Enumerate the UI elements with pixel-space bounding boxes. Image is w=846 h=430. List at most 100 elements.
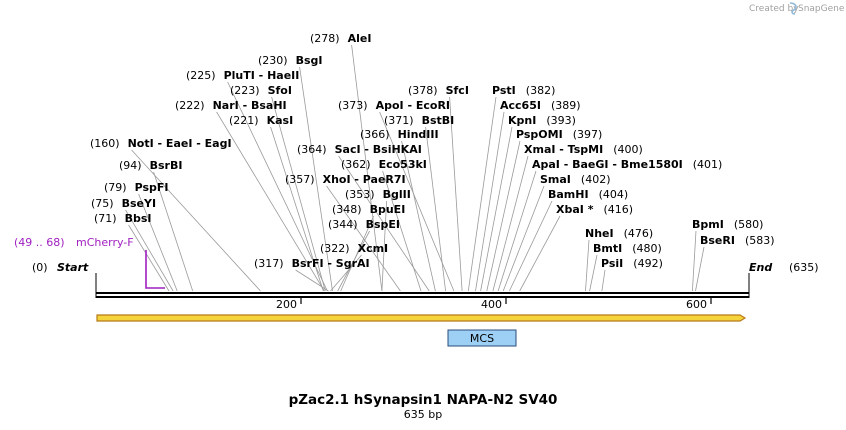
site-label[interactable]: (348)BpuEI <box>332 203 405 216</box>
ruler-tick-200: 200 <box>276 298 297 311</box>
site-leader-line <box>125 209 174 292</box>
site-enzyme-names: BmtI <box>593 242 622 255</box>
site-label[interactable]: (401) ApaI - BaeGI - Bme1580I <box>532 158 722 171</box>
site-label[interactable]: (397)PspOMI <box>516 128 602 141</box>
site-position: (366) <box>360 128 390 141</box>
site-leader-line <box>497 170 537 292</box>
site-enzyme-names: BpmI <box>692 218 724 231</box>
site-label[interactable]: (480)BmtI <box>593 242 662 255</box>
site-label[interactable]: (362)Eco53kI <box>341 158 427 171</box>
site-enzyme-names: XcmI <box>358 242 389 255</box>
site-enzyme-names: KpnI <box>508 114 536 127</box>
leader-lines <box>125 44 705 292</box>
site-label[interactable]: (75)BseYI <box>91 197 156 210</box>
site-label[interactable]: (476)NheI <box>585 227 653 240</box>
site-label[interactable]: (94)BsrBI <box>119 159 182 172</box>
site-label[interactable]: (378)SfcI <box>408 84 469 97</box>
site-leader-line <box>486 140 521 292</box>
mcs-feature[interactable]: MCS <box>447 329 517 347</box>
site-label[interactable]: (393)KpnI <box>508 114 576 127</box>
site-position: (400) <box>613 143 643 156</box>
site-label[interactable]: (402)SmaI <box>540 173 611 186</box>
site-leader-line <box>271 96 326 292</box>
feature-arrow[interactable] <box>96 314 747 322</box>
site-enzyme-names: PspFI <box>135 181 169 194</box>
site-label[interactable]: (492)PsiI <box>601 257 663 270</box>
site-enzyme-names: BsgI <box>296 54 323 67</box>
site-enzyme-names: ApaI - BaeGI - Bme1580I <box>532 158 683 171</box>
site-leader-line <box>381 200 387 292</box>
site-leader-line <box>480 126 513 292</box>
site-enzyme-names: XhoI - PaeR7I <box>323 173 406 186</box>
site-label[interactable]: (225)PluTI - HaeII <box>186 69 299 82</box>
start-label: Start <box>57 261 89 274</box>
site-label[interactable]: (160) NotI - EaeI - EagI <box>90 137 232 150</box>
ruler-tick-400: 400 <box>481 298 502 311</box>
site-label[interactable]: (583) BseRI <box>700 234 775 247</box>
credit-text: Created by <box>749 4 799 14</box>
end-label: End <box>749 261 772 274</box>
site-label[interactable]: (222) NarI - BsaHI <box>175 99 287 112</box>
site-position: (364) <box>297 143 327 156</box>
site-enzyme-names: BamHI <box>548 188 589 201</box>
site-label[interactable]: (221)KasI <box>229 114 293 127</box>
site-leader-line <box>509 200 553 292</box>
site-enzyme-names: PsiI <box>601 257 623 270</box>
site-enzyme-names: NarI - BsaHI <box>213 99 287 112</box>
site-label[interactable]: (371)BstBI <box>384 114 454 127</box>
site-leader-line <box>695 246 705 292</box>
site-label[interactable]: (580)BpmI <box>692 218 763 231</box>
site-position: (362) <box>341 158 371 171</box>
site-label[interactable]: (317)BsrFI - SgrAI <box>254 257 370 270</box>
plasmid-title: pZac2.1 hSynapsin1 NAPA-N2 SV40 <box>289 392 558 408</box>
site-leader-line <box>340 215 374 292</box>
ruler-tick-600: 600 <box>686 298 707 311</box>
site-label[interactable]: (366)HindIII <box>360 128 439 141</box>
site-position: (397) <box>573 128 603 141</box>
site-position: (357) <box>285 173 315 186</box>
site-position: (583) <box>745 234 775 247</box>
site-leader-line <box>227 81 328 292</box>
site-label[interactable]: (278)AleI <box>310 32 371 45</box>
site-enzyme-names: XmaI - TspMI <box>524 143 603 156</box>
primer-feature[interactable]: (49 .. 68) mCherry-F <box>14 236 165 289</box>
site-leader-line <box>492 155 529 292</box>
site-label[interactable]: (382)PstI <box>492 84 555 97</box>
site-leader-line <box>519 215 561 292</box>
site-leader-line <box>379 111 455 292</box>
site-label[interactable]: (223)SfoI <box>230 84 292 97</box>
site-label[interactable]: (400) XmaI - TspMI <box>524 143 643 156</box>
sequence-backbone <box>95 273 750 298</box>
start-pos: (0) <box>32 261 48 274</box>
site-label[interactable]: (344)BspEI <box>328 218 400 231</box>
primer-range: (49 .. 68) <box>14 236 65 249</box>
site-enzyme-names: NotI - EaeI - EagI <box>128 137 232 150</box>
site-leader-line <box>475 111 505 292</box>
site-label[interactable]: (357) XhoI - PaeR7I <box>285 173 406 186</box>
site-label[interactable]: (416)XbaI * <box>556 203 633 216</box>
site-label[interactable]: (373) ApoI - EcoRI <box>338 99 450 112</box>
site-leader-line <box>138 193 178 292</box>
site-label[interactable]: (230)BsgI <box>258 54 323 67</box>
site-leader-line <box>153 171 194 292</box>
site-position: (404) <box>599 188 629 201</box>
credit-brand: SnapGene <box>798 4 845 14</box>
site-position: (160) <box>90 137 120 150</box>
site-label[interactable]: (364)SacI - BsiHKAI <box>297 143 422 156</box>
site-enzyme-names: ApoI - EcoRI <box>376 99 450 112</box>
site-position: (71) <box>94 212 117 225</box>
site-label[interactable]: (353)BglII <box>345 188 411 201</box>
site-leader-line <box>326 185 401 292</box>
site-label[interactable]: (389)Acc65I <box>500 99 581 112</box>
site-position: (353) <box>345 188 375 201</box>
site-leader-line <box>216 111 325 292</box>
site-enzyme-names: BseRI <box>700 234 735 247</box>
site-enzyme-names: BsrFI - SgrAI <box>292 257 370 270</box>
site-label[interactable]: (322)XcmI <box>320 242 388 255</box>
site-position: (222) <box>175 99 205 112</box>
site-label[interactable]: (79)PspFI <box>104 181 169 194</box>
site-position: (401) <box>693 158 723 171</box>
site-position: (373) <box>338 99 368 112</box>
site-label[interactable]: (71)BbsI <box>94 212 152 225</box>
site-label[interactable]: (404) BamHI <box>548 188 628 201</box>
